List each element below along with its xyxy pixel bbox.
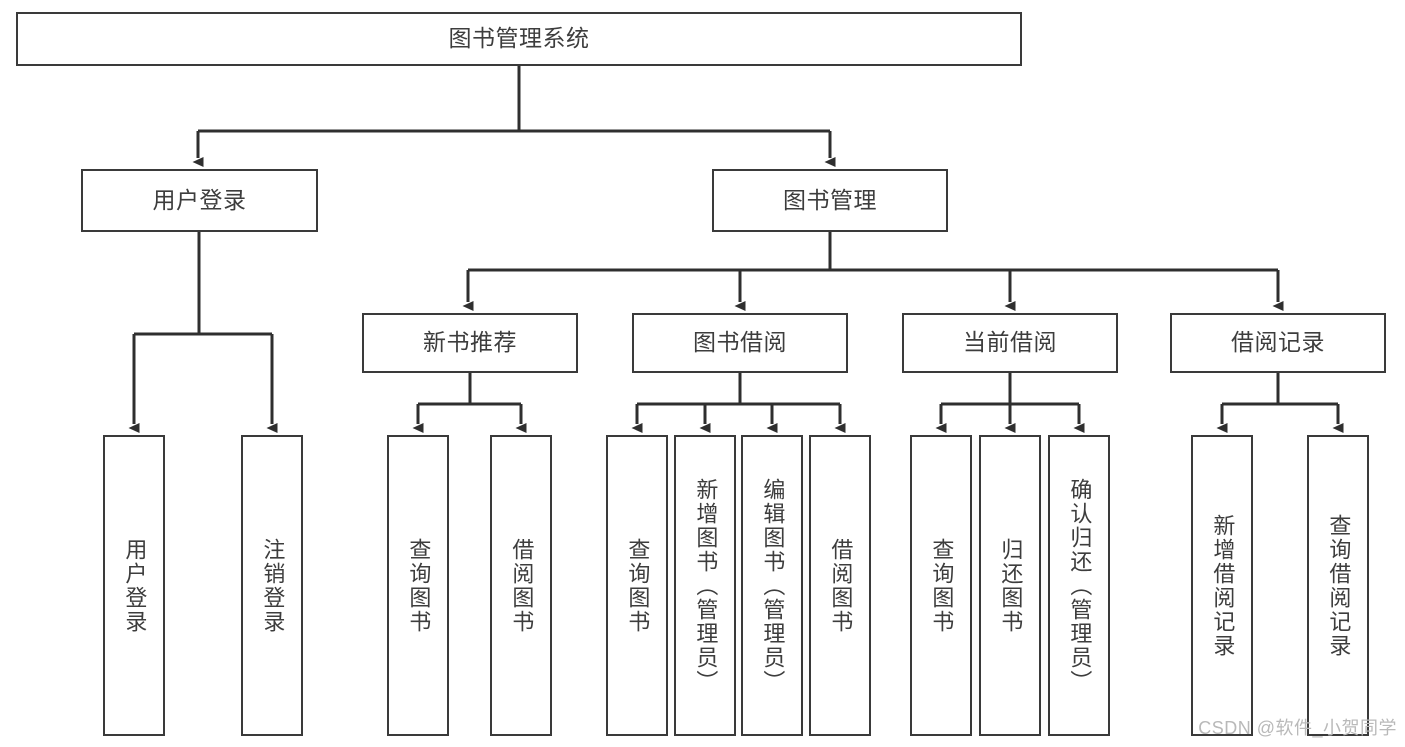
leaf-new-book-query-book[interactable]: 查询图书 (387, 435, 449, 736)
leaf-borrow-query-book[interactable]: 查询图书 (606, 435, 668, 736)
node-book-borrow-label: 图书借阅 (693, 329, 787, 356)
node-root[interactable]: 图书管理系统 (16, 12, 1022, 66)
leaf-label: 查询借阅记录 (1326, 513, 1352, 658)
node-book-borrow[interactable]: 图书借阅 (632, 313, 848, 373)
node-root-label: 图书管理系统 (448, 25, 590, 52)
node-borrow-record[interactable]: 借阅记录 (1170, 313, 1386, 373)
leaf-label: 注销登录 (260, 537, 286, 634)
leaf-label: 归还图书 (998, 537, 1024, 634)
node-book-management-label: 图书管理 (783, 186, 877, 213)
node-current-borrow-label: 当前借阅 (963, 329, 1057, 356)
leaf-label: 借阅图书 (509, 537, 535, 634)
leaf-label: 查询图书 (406, 537, 432, 634)
leaf-current-return-book[interactable]: 归还图书 (979, 435, 1041, 736)
node-user-login-label: 用户登录 (152, 186, 247, 213)
node-new-book-recommend[interactable]: 新书推荐 (362, 313, 578, 373)
leaf-new-book-borrow-book[interactable]: 借阅图书 (490, 435, 552, 736)
node-borrow-record-label: 借阅记录 (1231, 329, 1325, 356)
csdn-watermark: CSDN @软件_小贺同学 (1198, 718, 1397, 738)
leaf-label: 借阅图书 (828, 537, 854, 634)
leaf-label: 查询图书 (929, 537, 955, 634)
leaf-user-login-logout[interactable]: 注销登录 (241, 435, 303, 736)
leaf-label: 查询图书 (625, 537, 651, 634)
leaf-label: 用户登录 (122, 537, 148, 634)
leaf-borrow-edit-book-admin[interactable]: 编辑图书（管理员） (741, 435, 803, 736)
leaf-label: 新增图书（管理员） (693, 477, 719, 694)
leaf-user-login-login[interactable]: 用户登录 (103, 435, 165, 736)
node-new-book-recommend-label: 新书推荐 (423, 329, 517, 356)
leaf-label: 新增借阅记录 (1210, 513, 1236, 658)
leaf-label: 确认归还（管理员） (1067, 477, 1093, 694)
leaf-borrow-borrow-book[interactable]: 借阅图书 (809, 435, 871, 736)
node-user-login[interactable]: 用户登录 (81, 169, 318, 232)
leaf-label: 编辑图书（管理员） (760, 477, 786, 694)
leaf-record-add-record[interactable]: 新增借阅记录 (1191, 435, 1253, 736)
leaf-current-query-book[interactable]: 查询图书 (910, 435, 972, 736)
node-book-management[interactable]: 图书管理 (712, 169, 948, 232)
leaf-record-query-record[interactable]: 查询借阅记录 (1307, 435, 1369, 736)
leaf-current-confirm-return-admin[interactable]: 确认归还（管理员） (1048, 435, 1110, 736)
leaf-borrow-add-book-admin[interactable]: 新增图书（管理员） (674, 435, 736, 736)
node-current-borrow[interactable]: 当前借阅 (902, 313, 1118, 373)
